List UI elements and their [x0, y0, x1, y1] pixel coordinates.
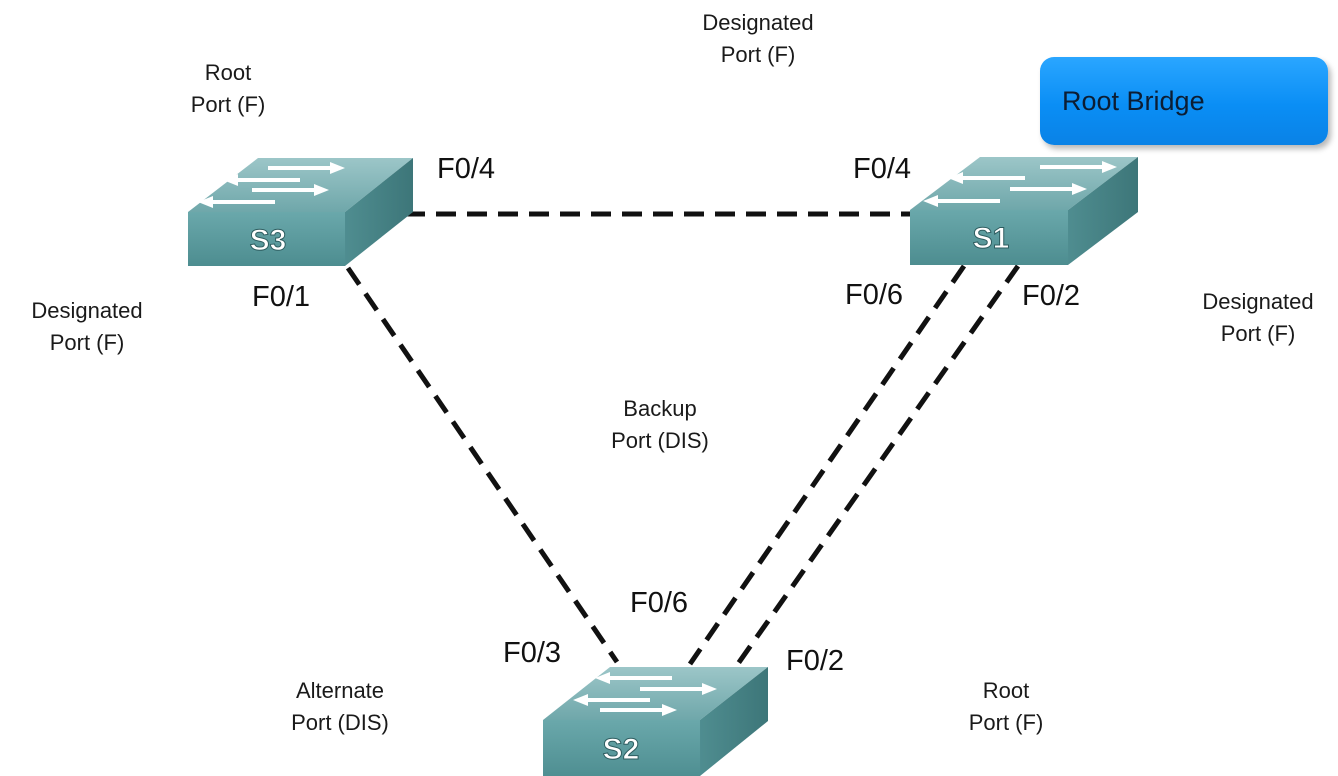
role-alternate-line2: Port (DIS)	[291, 710, 389, 735]
port-s2-f06: F0/6	[630, 587, 689, 619]
role-s3-designated-left: Designated Port (F)	[7, 295, 167, 359]
role-s2-root: Root Port (F)	[946, 675, 1066, 739]
port-s1-f02: F0/2	[1022, 280, 1081, 312]
switch-s3[interactable]: S3	[188, 158, 413, 266]
root-bridge-badge: Root Bridge	[1040, 57, 1328, 145]
role-alternate: Alternate Port (DIS)	[260, 675, 420, 739]
port-s2-f02: F0/2	[786, 645, 845, 677]
role-s1-designated-top-line2: Port (F)	[720, 42, 796, 67]
switch-s1-arrows-icon	[923, 161, 1117, 207]
link-s1-s2-f02	[732, 264, 1021, 670]
role-backup-line1: Backup	[623, 396, 697, 421]
port-s1-f06: F0/6	[845, 279, 904, 311]
switch-s1-label: S1	[973, 222, 1010, 255]
port-s1-f04: F0/4	[853, 153, 912, 185]
role-s3-root-line1: Root	[204, 60, 252, 85]
port-s3-f01: F0/1	[252, 281, 311, 313]
switch-s2-label: S2	[603, 733, 640, 766]
role-s3-designated-left-line2: Port (F)	[49, 330, 125, 355]
port-s2-f03: F0/3	[503, 637, 562, 669]
switch-s3-label: S3	[250, 224, 287, 257]
switch-s3-arrows-icon	[198, 162, 345, 208]
role-s3-designated-left-line1: Designated	[31, 298, 143, 323]
link-s1-s2-f06	[687, 264, 967, 666]
switch-s1[interactable]: S1	[910, 157, 1138, 265]
switch-s2-arrows-icon	[573, 672, 717, 716]
link-s3-s2	[345, 266, 620, 664]
role-s1-designated-top-line1: Designated	[702, 10, 814, 35]
role-s2-root-line2: Port (F)	[968, 710, 1044, 735]
role-backup: Backup Port (DIS)	[580, 393, 740, 457]
role-s1-designated-top: Designated Port (F)	[678, 7, 838, 71]
role-s1-designated-right: Designated Port (F)	[1178, 286, 1338, 350]
role-s1-designated-right-line1: Designated	[1202, 289, 1314, 314]
role-s1-designated-right-line2: Port (F)	[1220, 321, 1296, 346]
role-alternate-line1: Alternate	[295, 678, 385, 703]
port-s3-f04: F0/4	[437, 153, 496, 185]
role-s3-root-line2: Port (F)	[190, 92, 266, 117]
role-s3-root: Root Port (F)	[168, 57, 288, 121]
role-s2-root-line1: Root	[982, 678, 1030, 703]
role-backup-line2: Port (DIS)	[611, 428, 709, 453]
switch-s2[interactable]: S2	[543, 667, 768, 776]
